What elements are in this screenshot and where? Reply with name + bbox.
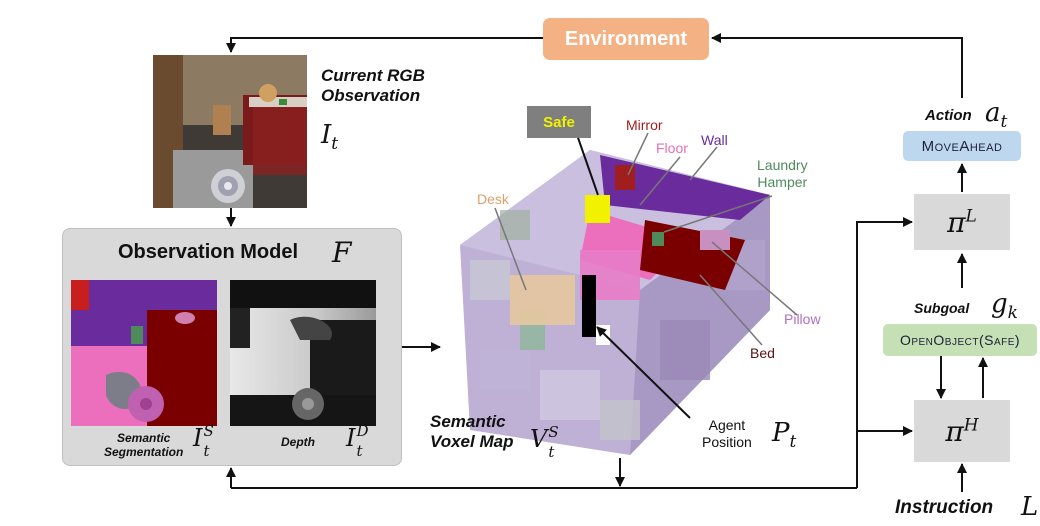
arrow-bus-to-pil <box>856 217 913 488</box>
agent-position-symbol: Pt <box>772 418 797 453</box>
agent-position-label: Agent Position <box>702 417 752 450</box>
arrow-action-to-environment <box>711 33 963 98</box>
segmentation-label: Semantic Segmentation <box>104 431 184 459</box>
pillow-label: Pillow <box>784 311 821 327</box>
instruction-symbol: L <box>1021 492 1039 522</box>
environment-box: Environment <box>543 18 709 60</box>
rgb-title: Current RGB Observation <box>321 66 425 105</box>
arrow-environment-to-rgb <box>226 37 543 53</box>
high-level-policy-symbol: πH <box>945 414 979 448</box>
environment-label: Environment <box>564 27 688 50</box>
subgoal-label: Subgoal <box>914 300 970 316</box>
laundry-hamper-label: Laundry Hamper <box>757 157 808 190</box>
floor-label: Floor <box>656 140 688 156</box>
segmentation-image <box>71 280 217 426</box>
depth-label: Depth <box>281 435 315 449</box>
action-label: Action <box>925 107 972 124</box>
observation-model-title: Observation Model <box>118 241 299 263</box>
observation-model-symbol: F <box>332 236 352 269</box>
mirror-label: Mirror <box>626 117 663 133</box>
high-level-policy-box: πH <box>914 400 1010 462</box>
subgoal-pill: OpenObject(Safe) <box>883 324 1037 356</box>
subgoal-value: OpenObject(Safe) <box>899 332 1021 348</box>
low-level-policy-symbol: πL <box>947 205 977 239</box>
action-pill: MoveAhead <box>903 131 1021 161</box>
rgb-symbol: It <box>321 120 339 155</box>
wall-label: Wall <box>701 132 728 148</box>
rgb-observation-image <box>153 55 307 208</box>
depth-image <box>230 280 376 426</box>
voxel-map-label: Semantic Voxel Map <box>430 412 514 451</box>
subgoal-symbol: gk <box>991 289 1018 324</box>
instruction-label: Instruction <box>895 497 994 518</box>
safe-label-box: Safe <box>527 106 591 138</box>
action-value: MoveAhead <box>921 137 1003 155</box>
voxel-map-image <box>460 150 770 455</box>
safe-label: Safe <box>543 113 575 131</box>
desk-label: Desk <box>477 191 509 207</box>
low-level-policy-box: πL <box>914 194 1010 250</box>
action-symbol: at <box>985 98 1008 133</box>
bed-label: Bed <box>750 345 775 361</box>
